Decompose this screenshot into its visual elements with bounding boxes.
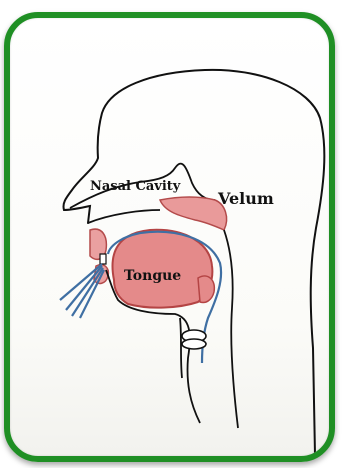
epiglottis	[198, 276, 214, 303]
palate-line	[88, 210, 160, 223]
pharynx-front-wall	[180, 318, 182, 378]
airflow-rays	[60, 264, 104, 318]
diagram-card: Nasal Cavity Velum Tongue	[4, 12, 335, 462]
teeth	[100, 254, 106, 264]
vocal-tract-diagram: Nasal Cavity Velum Tongue	[10, 18, 335, 462]
label-nasal-cavity: Nasal Cavity	[90, 179, 181, 194]
larynx-lower	[182, 339, 206, 349]
label-velum: Velum	[217, 189, 274, 208]
velum	[160, 197, 227, 230]
pharynx-back-wall	[224, 230, 238, 428]
label-tongue: Tongue	[124, 268, 181, 284]
